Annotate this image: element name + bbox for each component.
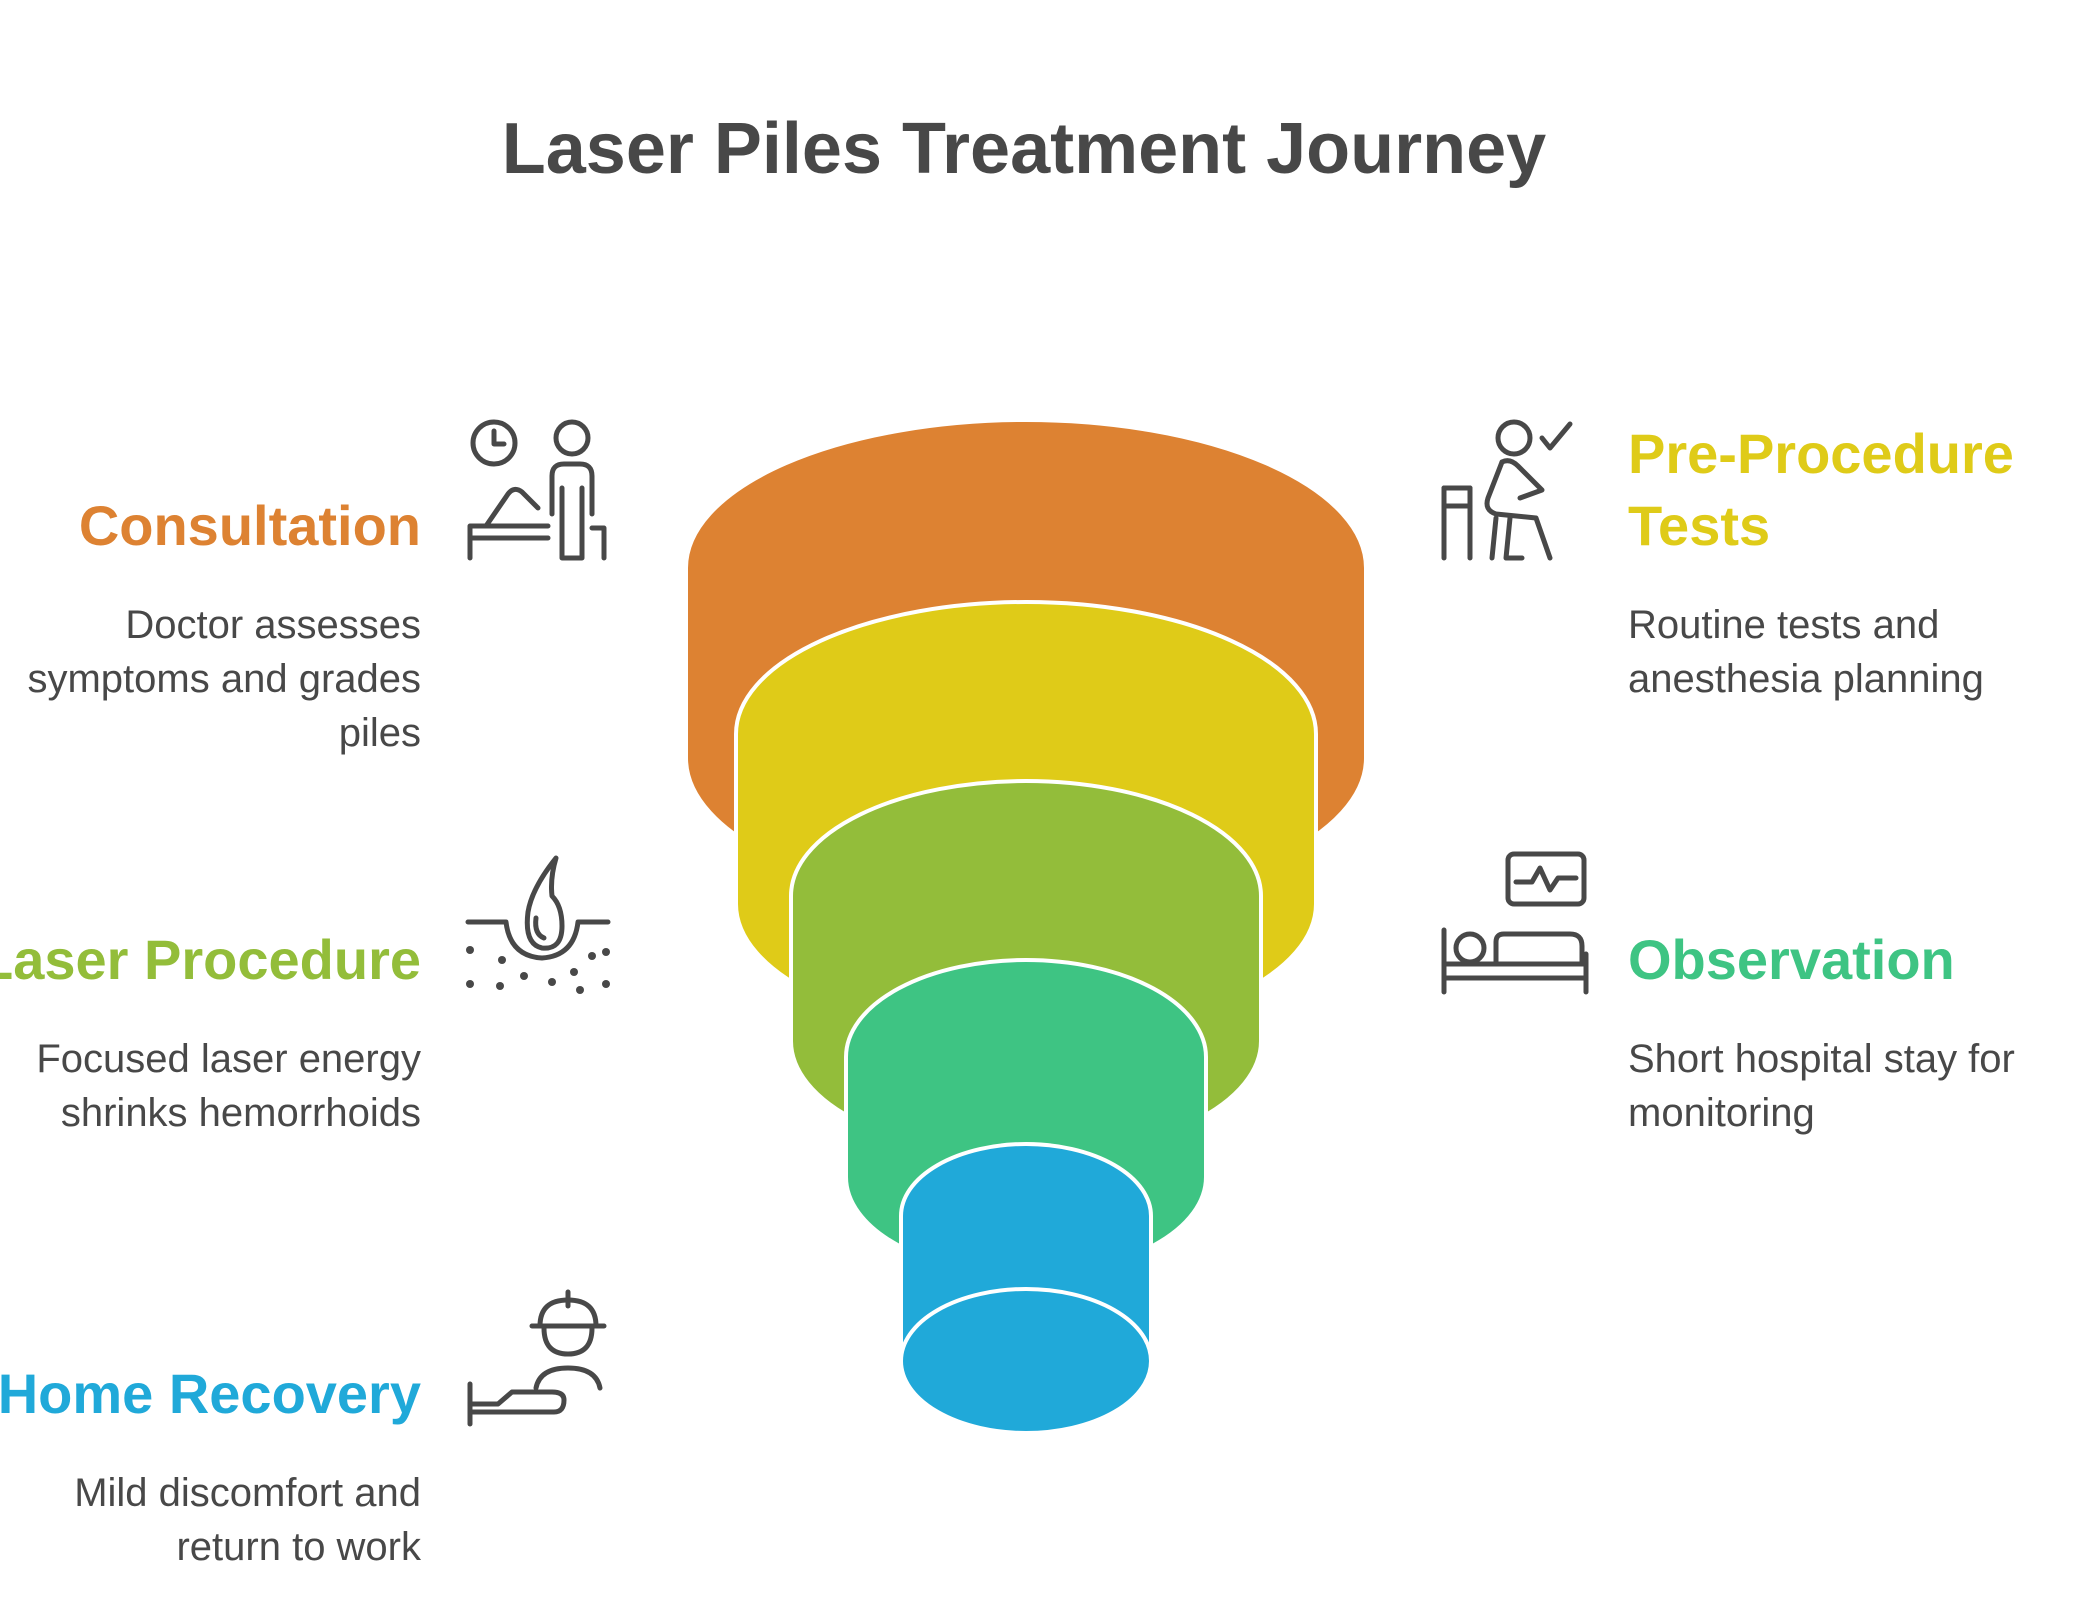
- observation-heading: Observation: [1628, 928, 1955, 991]
- observation-description: Short hospital stay for monitoring: [1628, 1037, 2015, 1135]
- hospital-bed-monitor-icon: [1440, 850, 1590, 995]
- laser-procedure-heading: Laser Procedure: [0, 928, 421, 991]
- doctor-patient-icon: [467, 418, 608, 563]
- laser-procedure-description: Focused laser energy shrinks hemorrhoids: [36, 1037, 421, 1135]
- consultation-description: Doctor assesses symptoms and grades pile…: [27, 603, 421, 755]
- seated-person-check-icon: [1440, 418, 1590, 563]
- pre-procedure-heading: Pre-Procedure Tests: [1628, 422, 2014, 557]
- laser-drop-skin-icon: [465, 852, 611, 994]
- worker-resting-icon: [467, 1288, 608, 1428]
- home-recovery-heading: Home Recovery: [0, 1362, 421, 1425]
- funnel-base-home-recovery: [899, 1287, 1153, 1435]
- page-title: Laser Piles Treatment Journey: [501, 109, 1547, 189]
- pre-procedure-description: Routine tests and anesthesia planning: [1628, 603, 1984, 701]
- home-recovery-description: Mild discomfort and return to work: [74, 1471, 421, 1569]
- consultation-heading: Consultation: [78, 494, 421, 557]
